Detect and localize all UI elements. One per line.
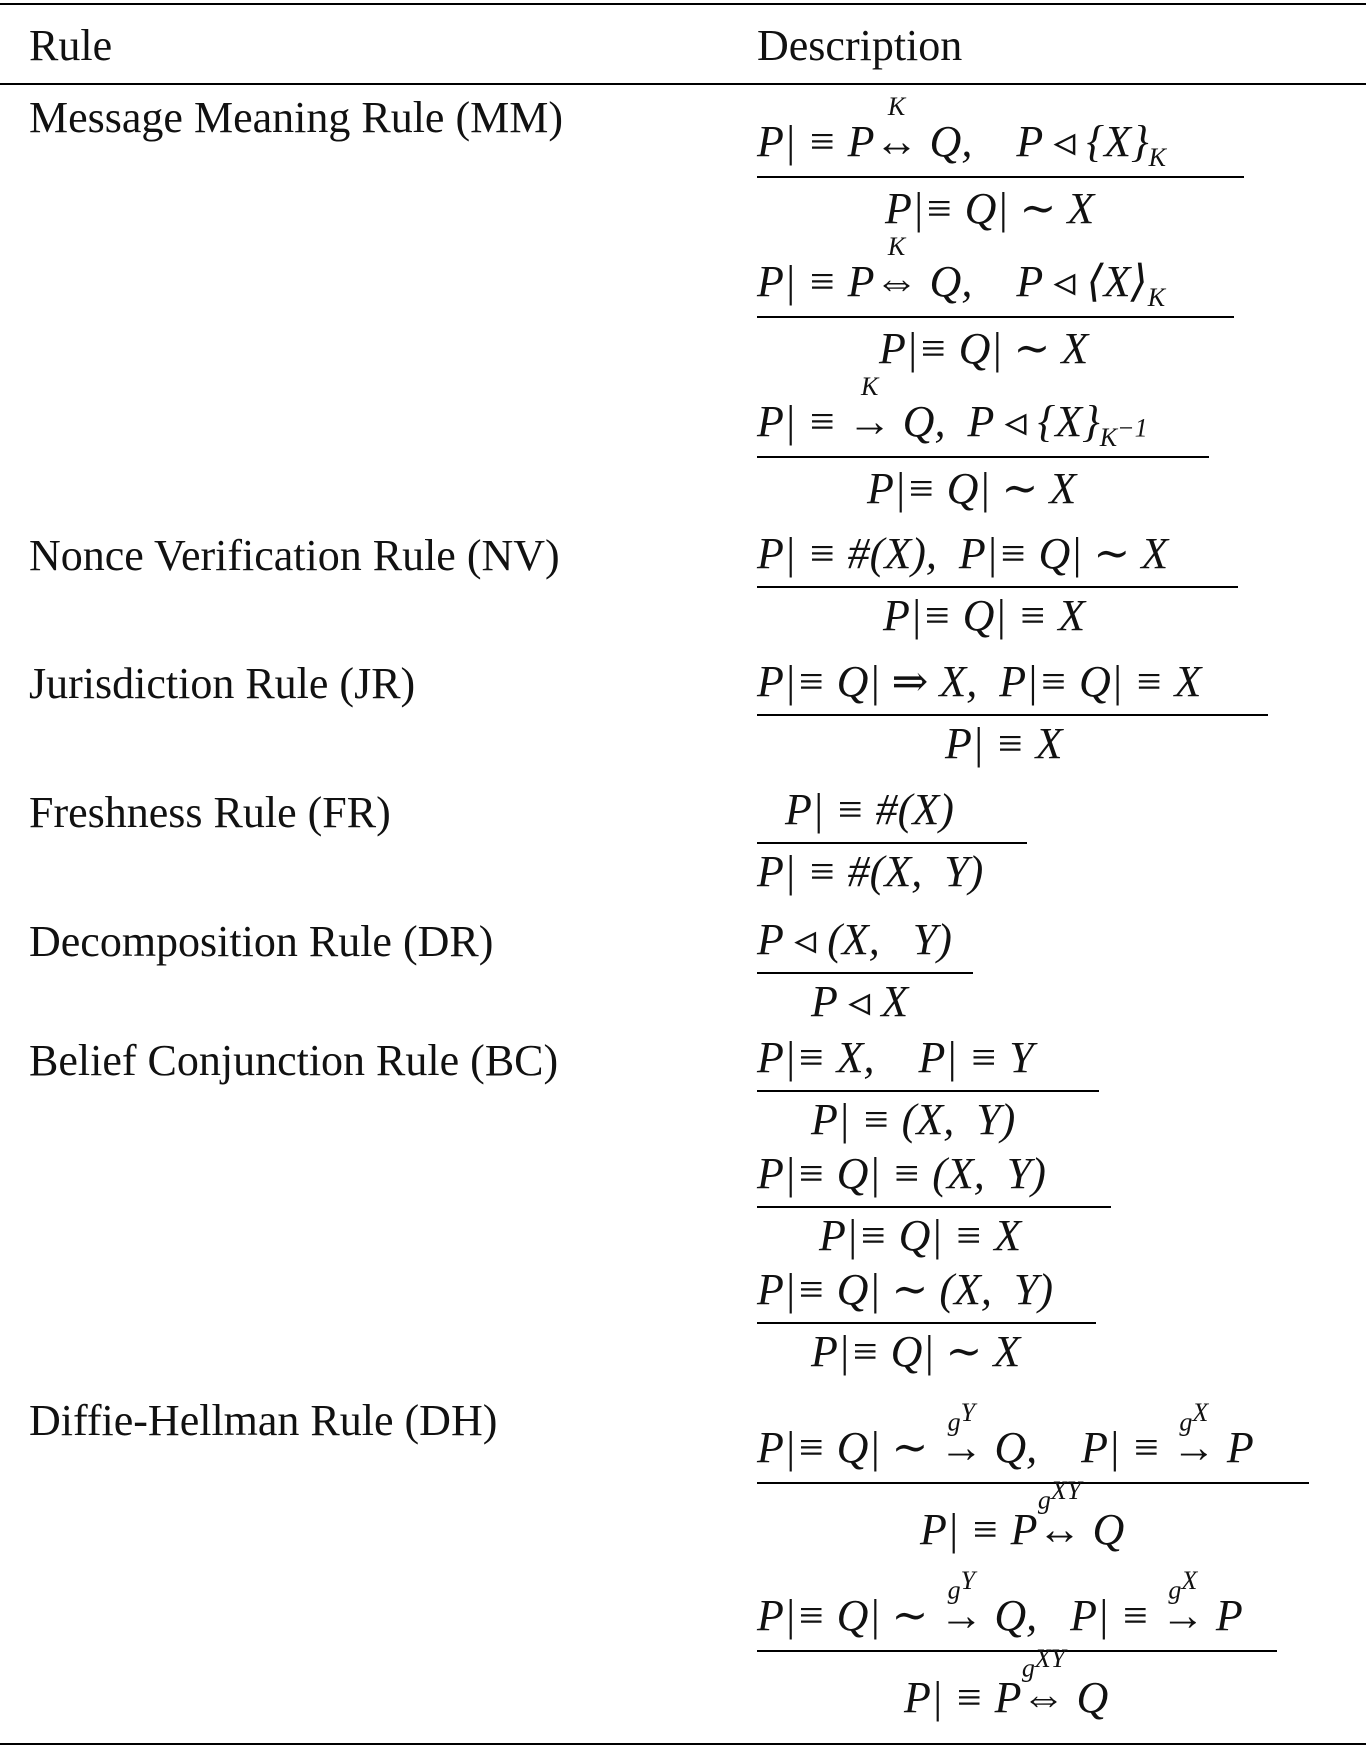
table-top-rule [0,3,1366,5]
column-header-rule: Rule [29,21,113,70]
rule-name-fr: Freshness Rule (FR) [29,788,391,837]
rule-name-jr: Jurisdiction Rule (JR) [29,659,416,708]
rule-name-dh: Diffie-Hellman Rule (DH) [29,1396,498,1445]
table-bottom-rule [0,1743,1366,1745]
rule-name-nv: Nonce Verification Rule (NV) [29,531,560,580]
header-rule [0,83,1366,85]
rule-name-mm: Message Meaning Rule (MM) [29,93,564,142]
rule-name-bc: Belief Conjunction Rule (BC) [29,1036,559,1085]
column-header-description: Description [757,21,963,70]
rule-name-dr: Decomposition Rule (DR) [29,917,494,966]
